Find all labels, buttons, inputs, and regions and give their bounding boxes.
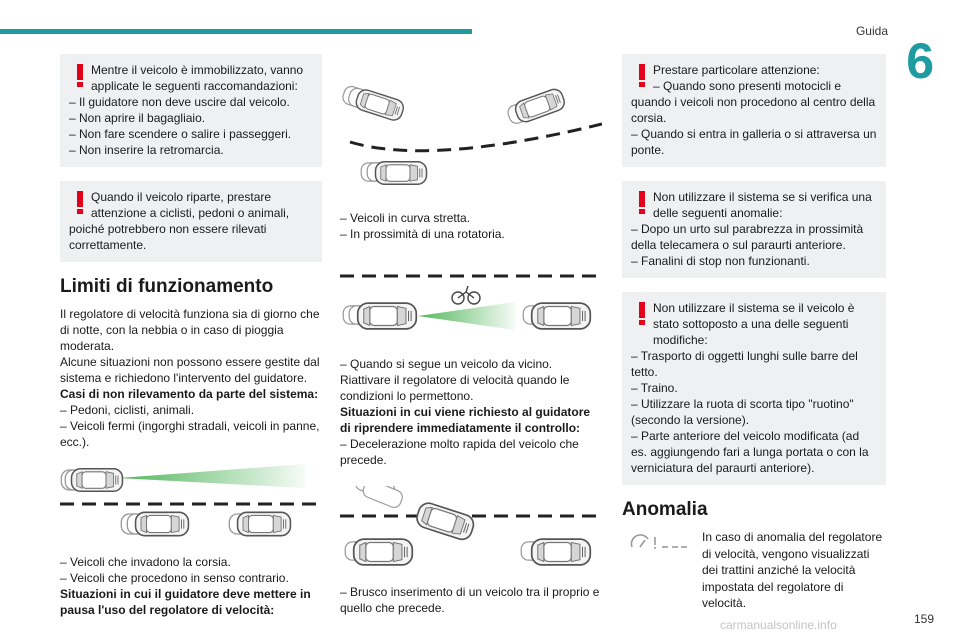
warning-lead: Prestare particolare attenzione:	[653, 63, 820, 77]
sharp-curve-diagram	[340, 83, 602, 186]
anomaly-block: In caso di anomalia del regolatore di ve…	[622, 529, 886, 612]
warning-lead: Non utilizzare il sistema se il veicolo …	[653, 301, 855, 347]
warning-text: poiché potrebbero non essere rilevati co…	[69, 222, 267, 252]
anomaly-text: In caso di anomalia del regolatore di ve…	[702, 530, 883, 610]
warning-box: Quando il veicolo riparte, prestare atte…	[60, 181, 322, 262]
chapter-number: 6	[906, 33, 934, 89]
section-heading: Limiti di funzionamento	[60, 276, 274, 297]
list-item: – Pedoni, ciclisti, animali.	[60, 403, 195, 417]
cut-in-diagram	[340, 486, 602, 566]
watermark: carmanualsonline.info	[720, 618, 837, 632]
warning-item: – Trasporto di oggetti lunghi sulle barr…	[631, 349, 858, 379]
paragraph-heading: Situazioni in cui viene richiesto al gui…	[340, 405, 591, 435]
warning-item: – Utilizzare la ruota di scorta tipo "ru…	[631, 397, 854, 427]
warning-exclamation-icon	[77, 64, 83, 87]
warning-item: – Non fare scendere o salire i passegger…	[69, 127, 292, 141]
warning-lead: Mentre il veicolo è immobilizzato, vanno…	[91, 63, 304, 93]
paragraph: Alcune situazioni non possono essere ges…	[60, 355, 320, 385]
lane-invasion-diagram	[60, 464, 322, 537]
warning-item: – Dopo un urto sul parabrezza in prossim…	[631, 222, 864, 252]
list-item: – Veicoli che invadono la corsia.	[60, 555, 231, 569]
header-bar	[0, 29, 472, 34]
column-3: Prestare particolare attenzione: – Quand…	[622, 54, 886, 612]
warning-box: Non utilizzare il sistema se si verifica…	[622, 181, 886, 278]
page-number: 159	[913, 612, 934, 626]
warning-item: – Parte anteriore del veicolo modificata…	[631, 429, 869, 475]
cyclist-icon	[451, 285, 481, 305]
list-item: – Veicoli che procedono in senso contrar…	[60, 571, 289, 585]
warning-lead: Quando il veicolo riparte, prestare atte…	[91, 190, 290, 220]
warning-box: Prestare particolare attenzione: – Quand…	[622, 54, 886, 167]
paragraph-heading: Casi di non rilevamento da parte del sis…	[60, 387, 319, 401]
warning-item: – Non aprire il bagagliaio.	[69, 111, 206, 125]
speed-display-dashes-icon	[630, 534, 687, 549]
warning-lead: Non utilizzare il sistema se si verifica…	[653, 190, 872, 220]
column-1: Mentre il veicolo è immobilizzato, vanno…	[60, 54, 322, 618]
warning-exclamation-icon	[639, 64, 645, 87]
paragraph-heading: Situazioni in cui il guidatore deve mett…	[60, 587, 311, 617]
list-item: – Veicoli in curva stretta.	[340, 211, 471, 225]
paragraph: Il regolatore di velocità funziona sia d…	[60, 307, 320, 353]
warning-box: Non utilizzare il sistema se il veicolo …	[622, 292, 886, 485]
warning-text: quando i veicoli non procedono al centro…	[631, 95, 876, 125]
column-2: – Veicoli in curva stretta. – In prossim…	[340, 54, 602, 616]
warning-box: Mentre il veicolo è immobilizzato, vanno…	[60, 54, 322, 167]
list-item: – Quando si segue un veicolo da vicino. …	[340, 357, 570, 403]
list-item: – Veicoli fermi (ingorghi stradali, veic…	[60, 419, 320, 449]
list-item: – In prossimità di una rotatoria.	[340, 227, 505, 241]
warning-item: – Fanalini di stop non funzionanti.	[631, 254, 810, 268]
section-heading: Anomalia	[622, 499, 708, 520]
warning-exclamation-icon	[77, 191, 83, 214]
warning-exclamation-icon	[639, 302, 645, 325]
warning-item: – Traino.	[631, 381, 678, 395]
close-following-diagram	[340, 274, 602, 330]
warning-exclamation-icon	[639, 191, 645, 214]
section-name: Guida	[855, 24, 888, 38]
warning-lead: – Quando sono presenti motocicli e	[653, 79, 842, 93]
warning-item: – Quando si entra in galleria o si attra…	[631, 127, 877, 157]
warning-item: – Il guidatore non deve uscire dal veico…	[69, 95, 290, 109]
list-item: – Brusco inserimento di un veicolo tra i…	[340, 585, 600, 615]
list-item: – Decelerazione molto rapida del veicolo…	[340, 437, 579, 467]
warning-item: – Non inserire la retromarcia.	[69, 143, 224, 157]
